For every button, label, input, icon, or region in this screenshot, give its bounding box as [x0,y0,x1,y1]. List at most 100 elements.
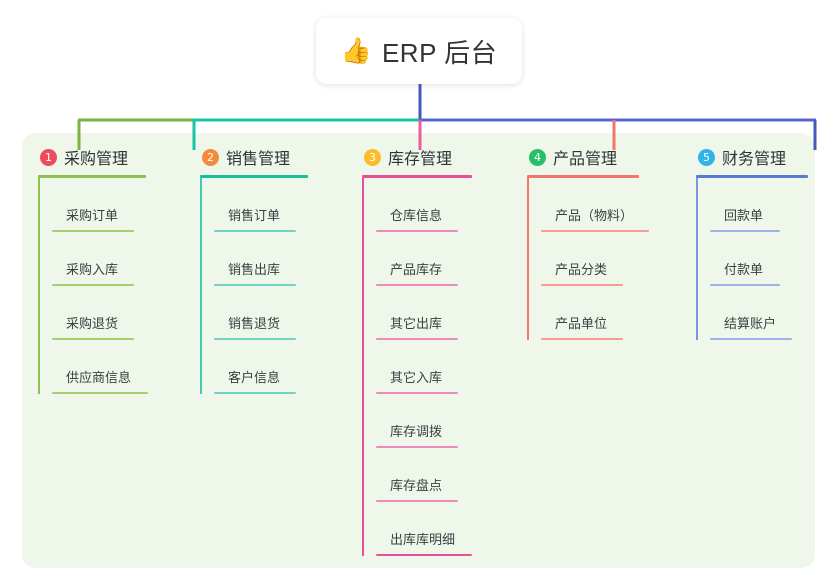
leaf-label: 产品分类 [555,262,608,277]
leaf-label: 供应商信息 [66,370,132,385]
leaf-list-2: 销售订单 销售出库 销售退货 客户信息 [200,178,308,394]
branch-badge-2: 2 [202,148,219,166]
branch-column-1: 1 采购管理 采购订单 采购入库 采购退货 供应商信息 [38,145,148,394]
branch-badge-3: 3 [364,148,381,166]
leaf-rule [376,554,472,556]
leaf-item[interactable]: 结算账户 [710,286,808,340]
branch-title-2: 销售管理 [226,151,291,168]
leaf-item[interactable]: 销售订单 [214,178,308,232]
leaf-list-1: 采购订单 采购入库 采购退货 供应商信息 [38,178,148,394]
leaf-rule [214,338,296,340]
branch-column-5: 5 财务管理 回款单 付款单 结算账户 [696,145,808,340]
branch-title-3: 库存管理 [388,151,453,168]
leaf-label: 产品（物料） [555,208,634,223]
leaf-rule [710,230,780,232]
branch-header-4[interactable]: 4 产品管理 [527,145,639,169]
leaf-rule [376,284,458,286]
leaf-rule [52,230,134,232]
leaf-spine-3 [362,178,364,556]
branch-rule-3 [362,175,472,178]
leaf-rule [214,392,296,394]
leaf-label: 采购订单 [66,208,119,223]
leaf-label: 库存调拨 [390,424,443,439]
leaf-item[interactable]: 产品单位 [541,286,639,340]
leaf-rule [376,500,458,502]
leaf-item[interactable]: 库存调拨 [376,394,472,448]
leaf-rule [214,284,296,286]
leaf-label: 客户信息 [228,370,281,385]
leaf-label: 采购退货 [66,316,119,331]
leaf-rule [52,284,134,286]
leaf-item[interactable]: 销售退货 [214,286,308,340]
branch-rule-5 [696,175,808,178]
leaf-label: 其它入库 [390,370,443,385]
branch-badge-1: 1 [40,148,57,166]
branch-header-2[interactable]: 2 销售管理 [200,145,308,169]
branch-column-4: 4 产品管理 产品（物料） 产品分类 产品单位 [527,145,649,340]
leaf-label: 出库库明细 [390,532,456,547]
leaf-item[interactable]: 销售出库 [214,232,308,286]
leaf-item[interactable]: 供应商信息 [52,340,148,394]
branch-header-3[interactable]: 3 库存管理 [362,145,472,169]
leaf-label: 销售订单 [228,208,281,223]
leaf-item[interactable]: 采购订单 [52,178,146,232]
thumbs-up-icon: 👍 [340,36,372,65]
leaf-item[interactable]: 库存盘点 [376,448,472,502]
branch-rule-2 [200,175,308,178]
leaf-item[interactable]: 客户信息 [214,340,308,394]
leaf-label: 销售出库 [228,262,281,277]
leaf-label: 库存盘点 [390,478,443,493]
branch-column-2: 2 销售管理 销售订单 销售出库 销售退货 客户信息 [200,145,308,394]
leaf-item[interactable]: 付款单 [710,232,808,286]
leaf-list-5: 回款单 付款单 结算账户 [696,178,808,340]
branch-rule-1 [38,175,146,178]
root-node-erp-backend[interactable]: 👍 ERP 后台 [316,18,522,84]
branch-title-1: 采购管理 [64,151,129,168]
branch-title-5: 财务管理 [722,151,787,168]
leaf-item[interactable]: 产品库存 [376,232,472,286]
leaf-list-3: 仓库信息 产品库存 其它出库 其它入库 库存调拨 库存盘点 [362,178,472,556]
leaf-rule [52,338,134,340]
leaf-item[interactable]: 采购入库 [52,232,146,286]
leaf-item[interactable]: 产品（物料） [541,178,649,232]
branch-column-3: 3 库存管理 仓库信息 产品库存 其它出库 其它入库 库存调拨 [362,145,472,556]
diagram-background-panel [22,133,815,568]
leaf-item[interactable]: 其它出库 [376,286,472,340]
leaf-rule [541,230,649,232]
leaf-rule [710,338,792,340]
leaf-rule [376,338,458,340]
leaf-label: 结算账户 [724,316,777,331]
leaf-label: 采购入库 [66,262,119,277]
leaf-spine-4 [527,178,529,340]
branch-title-4: 产品管理 [553,151,618,168]
leaf-item[interactable]: 回款单 [710,178,808,232]
leaf-spine-5 [696,178,698,340]
leaf-rule [541,338,623,340]
leaf-label: 仓库信息 [390,208,443,223]
leaf-label: 回款单 [724,208,764,223]
leaf-item[interactable]: 产品分类 [541,232,639,286]
leaf-rule [541,284,623,286]
leaf-item[interactable]: 出库库明细 [376,502,472,556]
leaf-item[interactable]: 采购退货 [52,286,146,340]
branch-rule-4 [527,175,639,178]
branch-header-5[interactable]: 5 财务管理 [696,145,808,169]
leaf-rule [214,230,296,232]
leaf-label: 其它出库 [390,316,443,331]
leaf-spine-2 [200,178,202,394]
leaf-list-4: 产品（物料） 产品分类 产品单位 [527,178,649,340]
branch-badge-4: 4 [529,148,546,166]
leaf-rule [376,392,458,394]
leaf-label: 付款单 [724,262,764,277]
leaf-label: 销售退货 [228,316,281,331]
leaf-spine-1 [38,178,40,394]
root-node-title: ERP 后台 [381,37,498,68]
leaf-rule [710,284,780,286]
leaf-rule [376,230,458,232]
leaf-item[interactable]: 其它入库 [376,340,472,394]
branch-header-1[interactable]: 1 采购管理 [38,145,146,169]
leaf-rule [376,446,458,448]
leaf-label: 产品库存 [390,262,443,277]
leaf-item[interactable]: 仓库信息 [376,178,472,232]
